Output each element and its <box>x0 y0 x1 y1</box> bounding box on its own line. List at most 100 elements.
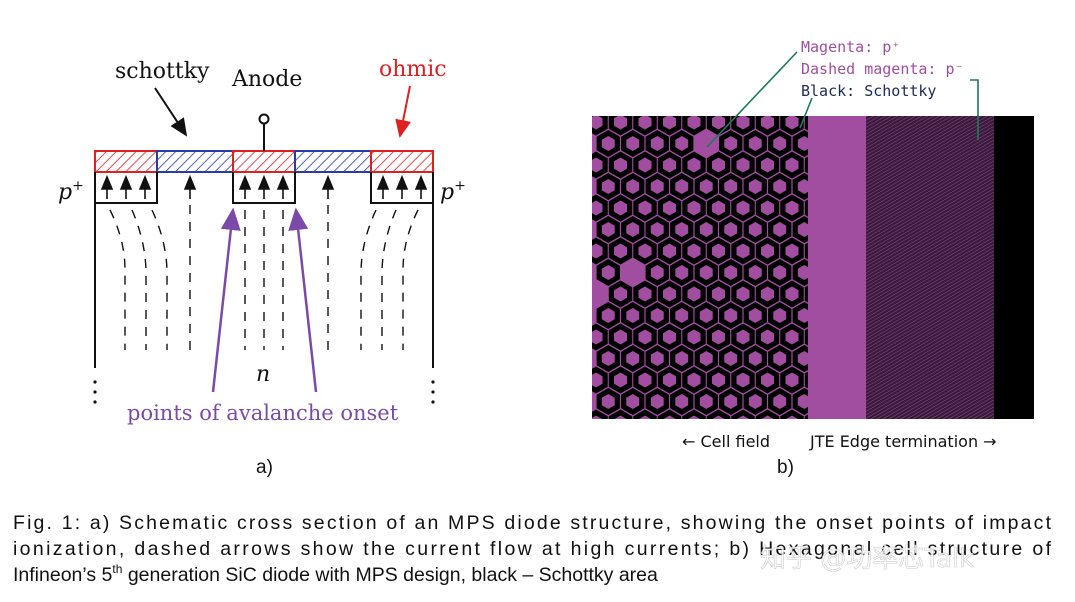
hex-cell-core <box>797 136 808 151</box>
hex-cell-core <box>712 329 725 345</box>
hex-cell <box>804 116 808 131</box>
hex-cell-grid <box>592 116 808 458</box>
hex-cell-core <box>761 243 774 259</box>
magenta-leader-line <box>706 51 798 148</box>
hex-cell-core <box>797 222 808 237</box>
hex-cell <box>780 409 804 419</box>
hex-cell-core <box>712 372 725 388</box>
hex-cell-core <box>614 415 627 419</box>
hex-cell <box>804 242 808 260</box>
panel-b-hex-layout: Magenta: p⁺ Dashed magenta: p⁻ Black: Sc… <box>592 38 1034 478</box>
caption-line-1: Fig. 1: a) Schematic cross section of an… <box>13 512 1052 534</box>
hex-cell-core <box>663 329 676 345</box>
hex-cell-core <box>614 329 627 345</box>
legend-dashed-magenta: Dashed magenta: p⁻ <box>801 60 964 78</box>
watermark: 知乎 @功率芯Talk <box>760 544 974 574</box>
ellipsis-right <box>431 380 435 404</box>
hex-cell-core <box>736 286 750 302</box>
hex-cell-core <box>601 222 615 237</box>
hex-cell-core <box>736 372 750 388</box>
hex-cell <box>804 285 808 303</box>
hex-cell-core <box>736 329 750 345</box>
p-plus-left-label: p+ <box>58 178 84 205</box>
hex-cell-core <box>773 308 787 323</box>
p-plus-right-label: p+ <box>440 178 466 205</box>
hex-cell-core <box>736 200 750 216</box>
hex-cell-core <box>712 286 725 302</box>
black-leader-line <box>799 97 813 129</box>
hex-cell-core <box>592 157 603 173</box>
hex-cell <box>804 328 808 346</box>
legend-black: Black: Schottky <box>801 82 936 100</box>
cell-field-label: ← Cell field <box>682 432 770 451</box>
hex-cell <box>657 409 682 419</box>
hex-cell-core <box>736 157 750 173</box>
hex-cell-core <box>687 329 701 345</box>
hex-cell-core <box>626 351 640 366</box>
hex-cell-core <box>592 372 603 388</box>
hex-cell-core <box>687 116 701 130</box>
hex-cell-core <box>650 265 664 280</box>
up-arrows <box>100 174 428 199</box>
hex-cell-core <box>626 222 640 237</box>
hex-cell-core <box>638 372 652 388</box>
edge-black-region <box>994 116 1034 419</box>
hex-cell-core <box>650 394 664 409</box>
hex-cell <box>731 409 755 419</box>
hex-cell-core <box>675 265 689 280</box>
hex-cell-core <box>614 372 627 388</box>
hex-cell-core <box>614 200 627 216</box>
hex-cell-core <box>724 222 738 237</box>
hex-cell-core <box>712 415 725 419</box>
hex-cell-core <box>626 308 640 323</box>
hex-cell-core <box>724 179 738 194</box>
hex-cell-core <box>712 116 725 130</box>
hex-cell-core <box>699 351 713 366</box>
hex-cell-core <box>724 394 738 409</box>
hex-cell-core <box>614 243 627 259</box>
hex-cell-core <box>724 351 738 366</box>
hex-cell-core <box>785 243 799 259</box>
hex-cell-core <box>736 243 750 259</box>
avalanche-arrow-left <box>211 207 241 393</box>
hex-cell-core <box>785 372 799 388</box>
hex-cell-core <box>699 308 713 323</box>
jte-dashed-region <box>866 116 994 419</box>
hex-cell-core <box>614 116 627 130</box>
avalanche-label: points of avalanche onset <box>127 401 399 425</box>
hex-cell-core <box>626 136 640 151</box>
hex-cell-core <box>712 157 725 173</box>
ohmic-contact-left <box>94 150 158 173</box>
hex-cell-core <box>592 116 603 130</box>
hex-cell-core <box>786 415 798 419</box>
dashed-leader-line <box>970 79 979 140</box>
hex-cell-core <box>687 200 701 216</box>
hex-cell-core <box>592 200 603 216</box>
hex-cell-core <box>675 351 689 366</box>
hex-cell-core <box>638 329 652 345</box>
hex-cell-core <box>638 116 652 130</box>
hex-cell-core <box>601 394 615 409</box>
hex-cell-core <box>626 437 639 452</box>
hex-cell-core <box>761 157 774 173</box>
hex-cell-core <box>797 179 808 194</box>
figure-caption: Fig. 1: a) Schematic cross section of an… <box>13 512 1052 586</box>
hex-cell <box>621 431 644 458</box>
hex-cell-core <box>724 136 738 151</box>
panel-b-caption: b) <box>777 457 794 478</box>
hex-cell <box>597 431 620 458</box>
hex-cell-core <box>650 136 664 151</box>
hex-cell-core <box>699 265 713 280</box>
hex-cell <box>804 199 808 217</box>
hex-cell-core <box>650 308 664 323</box>
panel-a-cross-section: schottky Anode ohmic p+ p+ n points of a… <box>58 57 466 478</box>
hex-cell-core <box>712 243 725 259</box>
hex-cell <box>633 409 657 419</box>
hex-cell-core <box>797 308 808 323</box>
hex-cell <box>682 409 706 419</box>
hex-cell-core <box>737 415 749 419</box>
hex-cell-core <box>785 157 799 173</box>
hex-cell-core <box>748 265 762 280</box>
hex-cell-core <box>688 415 700 419</box>
